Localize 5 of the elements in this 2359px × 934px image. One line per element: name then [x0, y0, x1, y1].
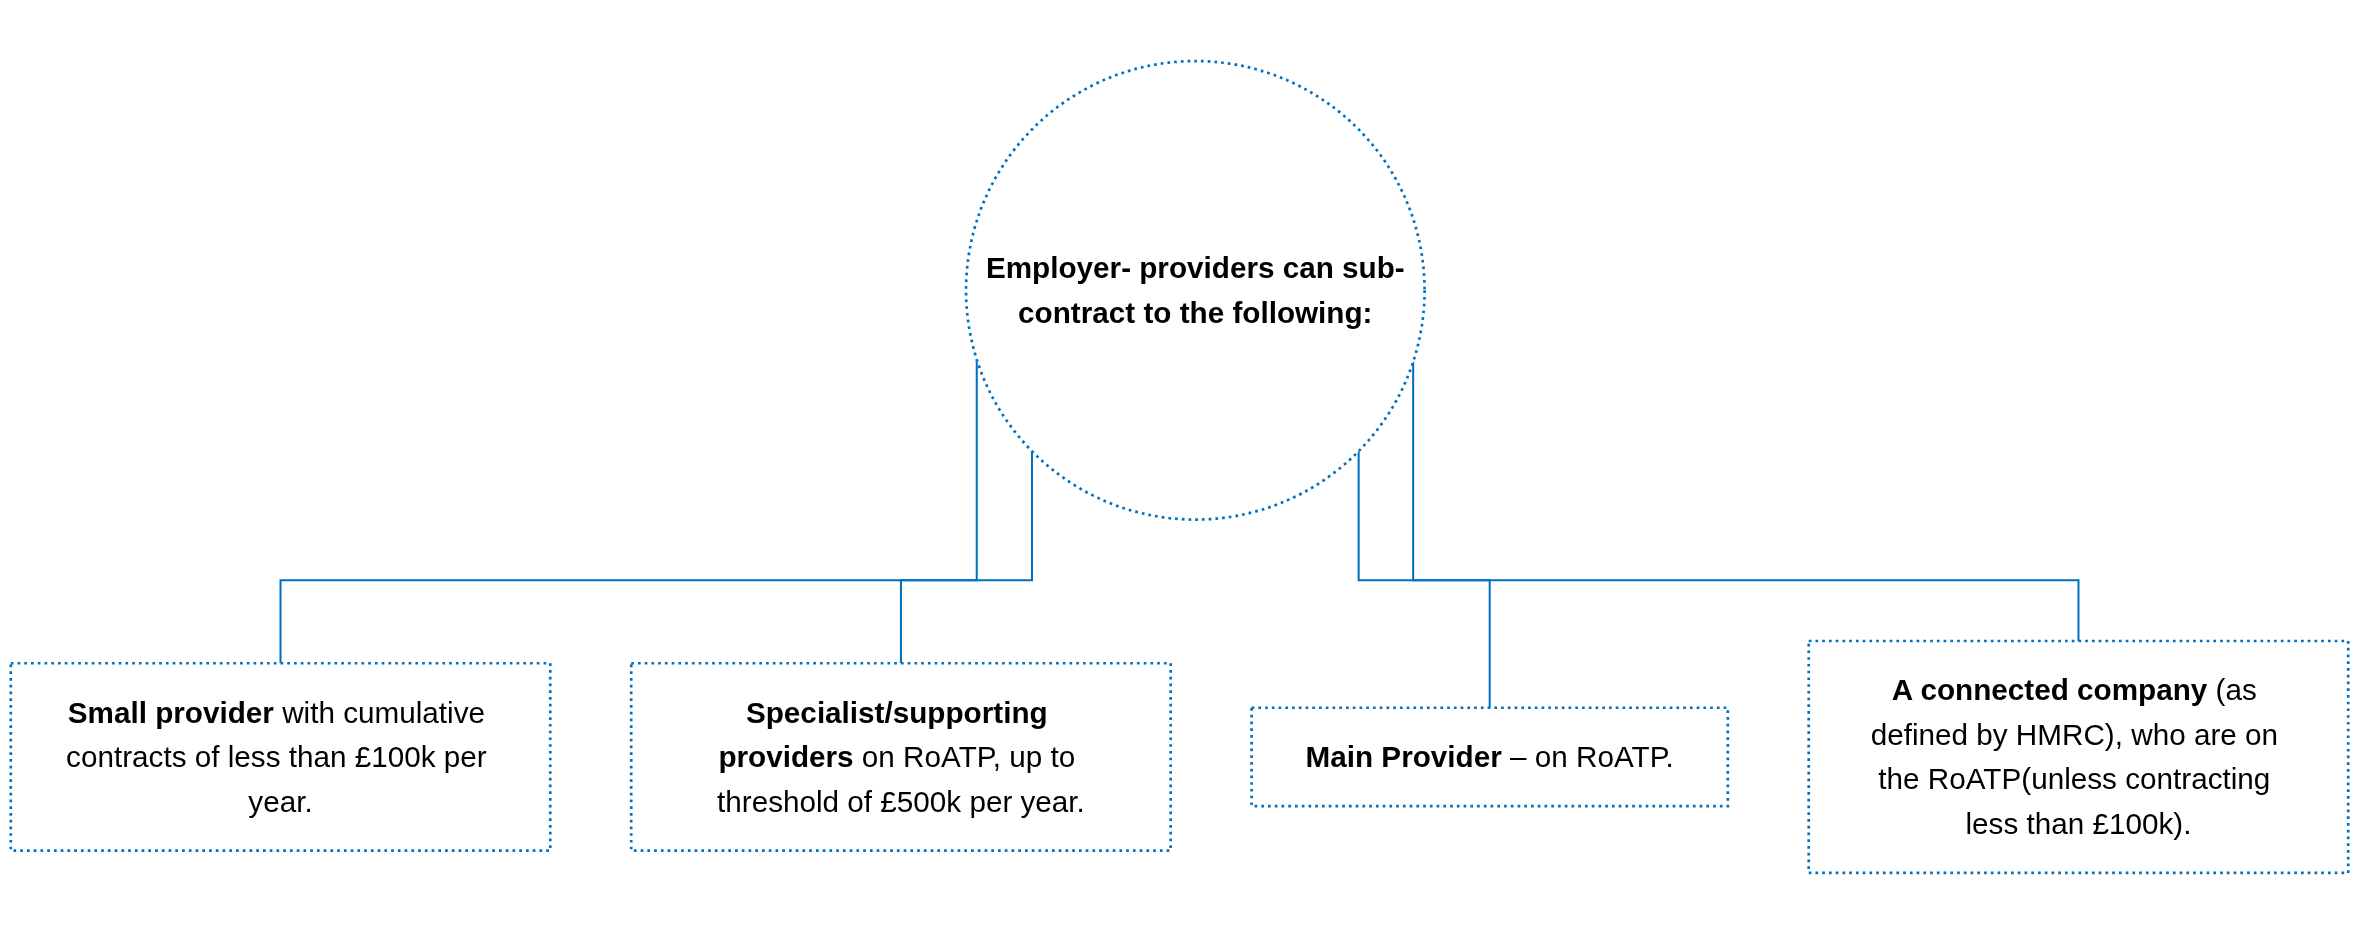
node-box: Small provider with cumulative contracts of less than £100k per year.: [9, 661, 552, 853]
node-box: Main Provider – on RoATP.: [1250, 706, 1730, 808]
node-box: A connected company (as defined by HMRC), who are on the RoATP(unless contracting less than £100k).: [1807, 639, 2350, 875]
node-box: Specialist/supporting providers on RoATP, up to threshold of £500k per year.: [629, 661, 1172, 853]
node-circle: Employer- providers can sub-contract to the following:: [964, 59, 1426, 521]
